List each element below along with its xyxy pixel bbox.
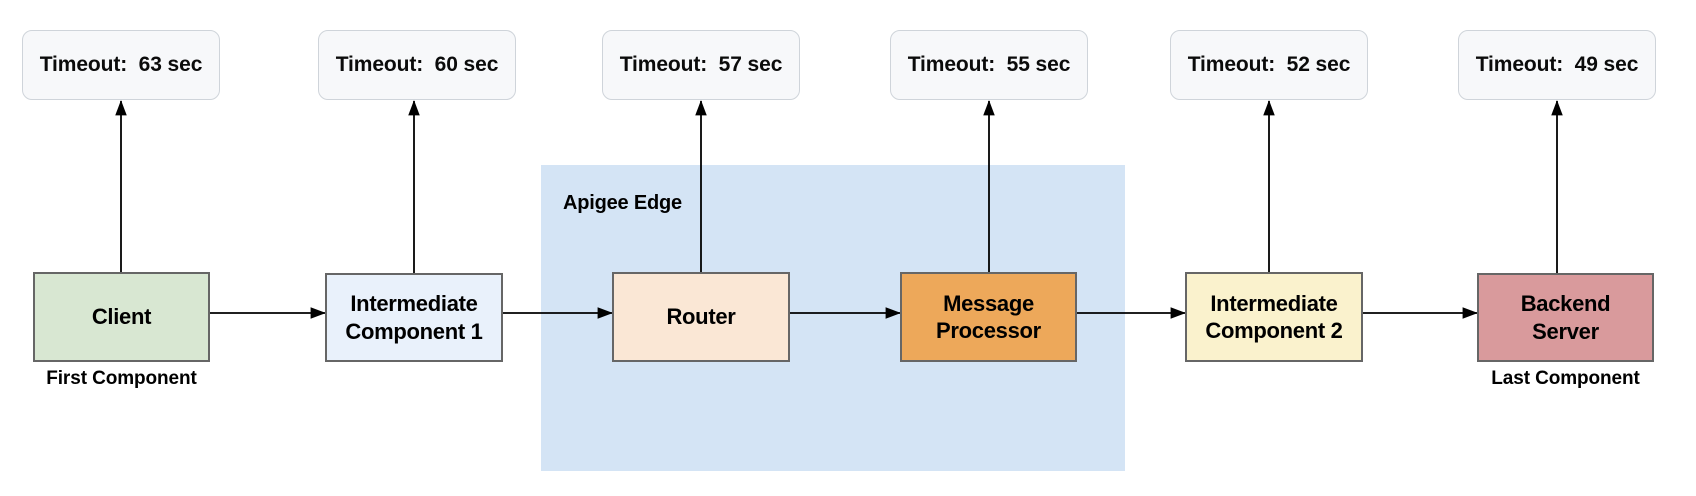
node-client[interactable]: Client (33, 272, 210, 362)
node-label: Intermediate Component 1 (345, 291, 483, 344)
node-router[interactable]: Router (612, 272, 790, 362)
node-label: Router (666, 304, 736, 330)
node-label: Intermediate Component 2 (1205, 290, 1343, 344)
component-position-label: Last Component (1491, 368, 1640, 389)
timeout-box: Timeout: 52 sec (1170, 30, 1368, 100)
timeout-box: Timeout: 49 sec (1458, 30, 1656, 100)
apigee-edge-zone-label: Apigee Edge (563, 192, 682, 214)
component-position-label: First Component (46, 368, 197, 389)
timeout-box: Timeout: 55 sec (890, 30, 1088, 100)
timeout-box: Timeout: 63 sec (22, 30, 220, 100)
node-backend-server[interactable]: Backend Server (1477, 273, 1654, 362)
node-label: Backend Server (1520, 291, 1611, 344)
node-intermediate-component-2[interactable]: Intermediate Component 2 (1185, 272, 1363, 362)
node-message-processor[interactable]: Message Processor (900, 272, 1077, 362)
node-label: Message Processor (936, 290, 1041, 344)
timeout-box: Timeout: 57 sec (602, 30, 800, 100)
timeout-box: Timeout: 60 sec (318, 30, 516, 100)
node-label: Client (91, 304, 152, 330)
node-intermediate-component-1[interactable]: Intermediate Component 1 (325, 273, 503, 362)
